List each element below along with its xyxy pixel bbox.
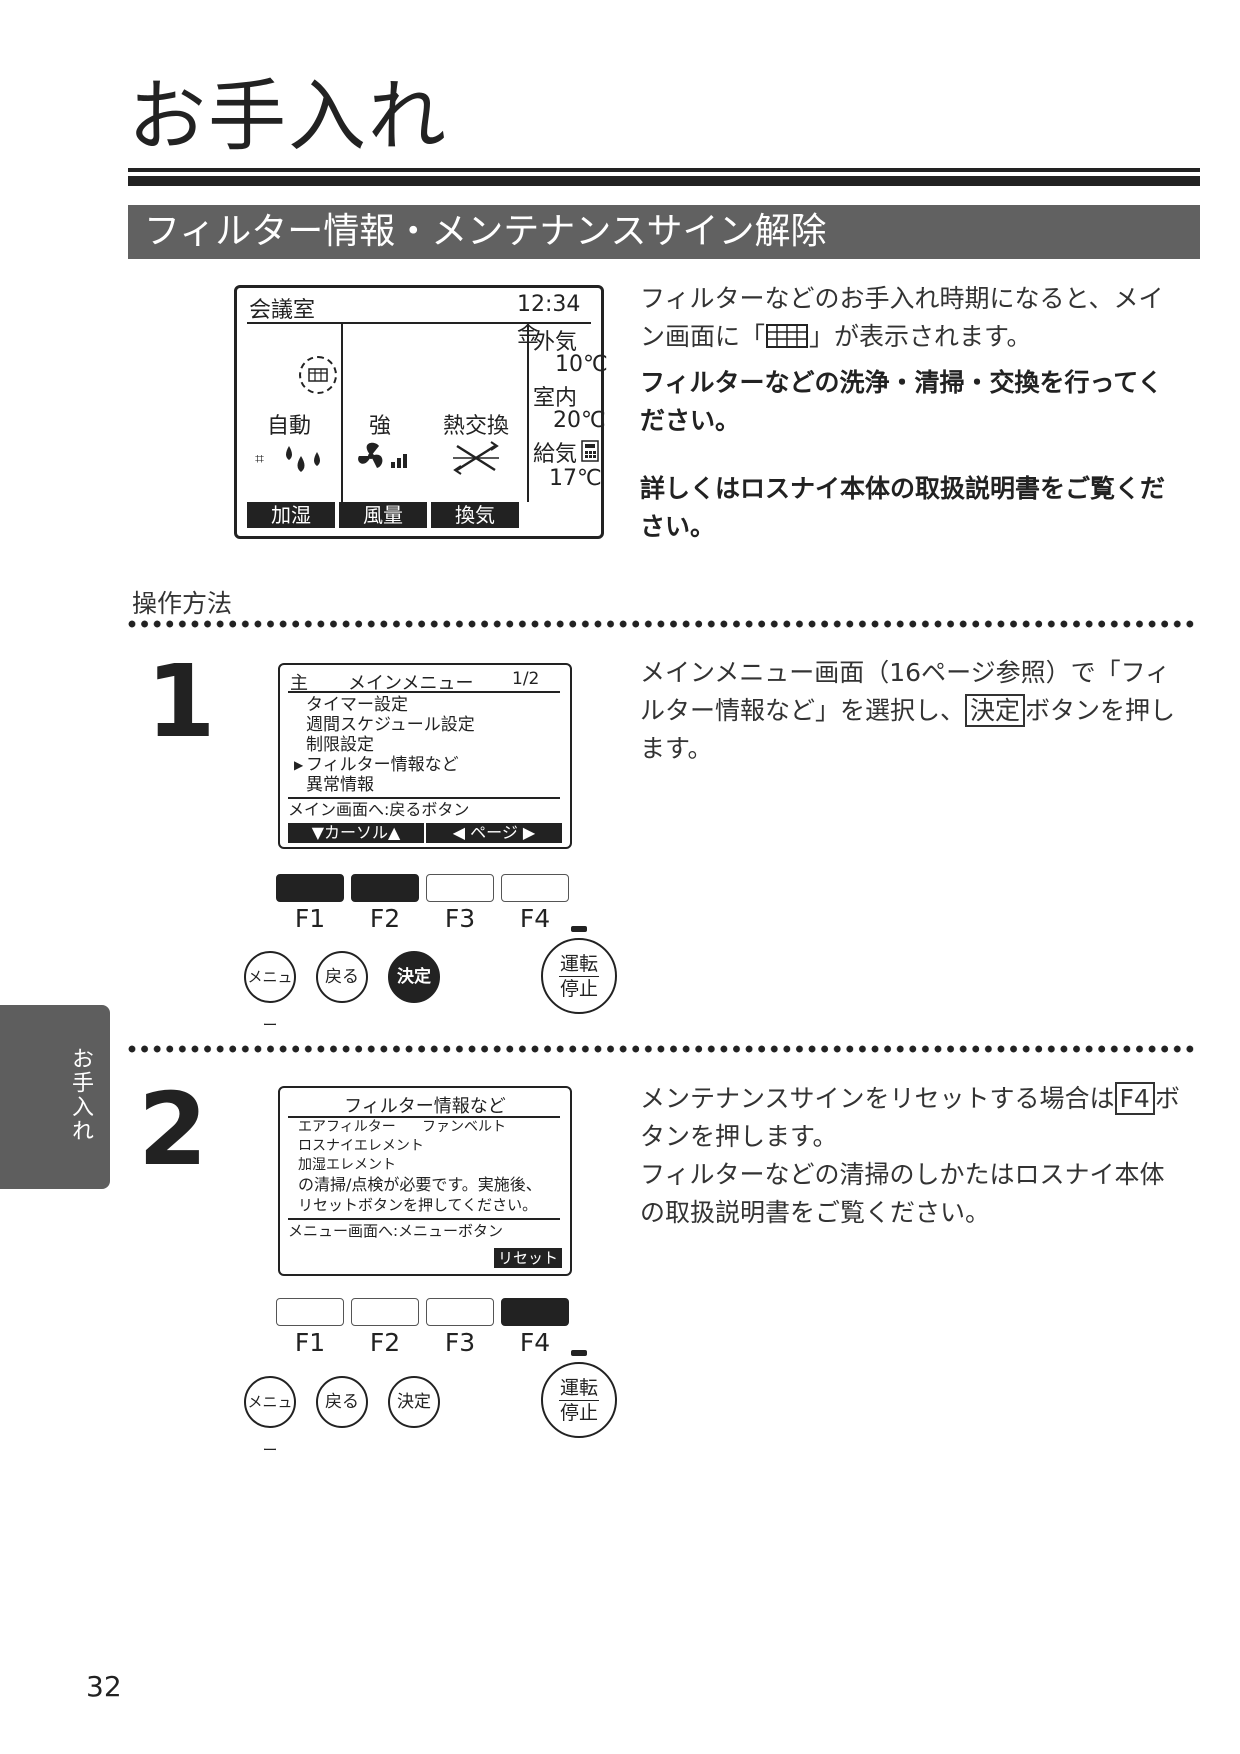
- enter-button[interactable]: 決定: [388, 1376, 440, 1428]
- enter-button[interactable]: 決定: [388, 951, 440, 1003]
- f4-key[interactable]: [501, 1298, 569, 1326]
- softkey-vent: 換気: [431, 502, 519, 528]
- side-chapter-tab: お手入れ: [0, 1005, 110, 1189]
- menu-item: タイマー設定: [306, 695, 408, 715]
- mode-label: 自動: [267, 414, 312, 439]
- menu-item: 異常情報: [306, 775, 374, 795]
- menu-pointer: ▶: [294, 758, 304, 772]
- menu-button[interactable]: メニュー: [244, 1376, 296, 1459]
- f1-label: F1: [294, 904, 326, 933]
- filter-info-screen: フィルター情報など エアフィルター ファンベルト ロスナイエレメント 加湿エレメ…: [278, 1086, 572, 1276]
- f3-key[interactable]: [426, 1298, 494, 1326]
- back-button[interactable]: 戻る: [316, 951, 368, 1003]
- run-indicator-led: [571, 1350, 587, 1356]
- supply-label: 給気: [533, 442, 578, 467]
- operation-label: 操作方法: [132, 589, 233, 618]
- f1-key[interactable]: [276, 874, 344, 902]
- f4-label: F4: [519, 904, 551, 933]
- f1-label: F1: [294, 1328, 326, 1357]
- dotted-divider-1: [128, 620, 1198, 628]
- f4-key[interactable]: [501, 874, 569, 902]
- filter-grid-icon: [766, 324, 809, 348]
- f4-label: F4: [519, 1328, 551, 1357]
- indoor-label: 室内: [533, 386, 578, 411]
- menu-button[interactable]: メニュー: [244, 951, 296, 1034]
- svg-text:⌗: ⌗: [255, 449, 264, 468]
- f3-key[interactable]: [426, 874, 494, 902]
- f2-label: F2: [369, 904, 401, 933]
- screen-location: 会議室: [249, 298, 316, 323]
- f1-key[interactable]: [276, 1298, 344, 1326]
- step-1-number: 1: [146, 643, 216, 760]
- supply-temp: 17℃: [549, 466, 602, 491]
- menu-item-selected: フィルター情報など: [306, 755, 459, 775]
- page-number: 32: [86, 1670, 122, 1703]
- f2-label: F2: [369, 1328, 401, 1357]
- main-screen-display: 会議室 12:34 金 自動 強 熱交換 ⌗ 外気: [234, 285, 608, 539]
- run-stop-button[interactable]: 運転 停止: [541, 938, 617, 1014]
- intro-text: フィルターなどのお手入れ時期になると、メイ ン画面に「 」が表示されます。 フィ…: [640, 284, 1166, 541]
- indoor-temp: 20℃: [553, 408, 606, 433]
- run-stop-button[interactable]: 運転 停止: [541, 1362, 617, 1438]
- fan-label: 強: [369, 414, 392, 439]
- f2-key[interactable]: [351, 874, 419, 902]
- step-1-text: メインメニュー画面（16ページ参照）で「フィ ルター情報など」を選択し、決定ボタ…: [640, 658, 1176, 763]
- title-rule-thin: [128, 168, 1200, 172]
- run-indicator-led: [571, 926, 587, 932]
- f3-label: F3: [444, 1328, 476, 1357]
- softkey-fan: 風量: [339, 502, 427, 528]
- filter-sign-icon: [299, 356, 337, 394]
- title-rule-thick: [128, 176, 1200, 186]
- vent-label: 熱交換: [443, 414, 510, 439]
- f2-key[interactable]: [351, 1298, 419, 1326]
- dotted-divider-2: [128, 1045, 1198, 1053]
- menu-item: 週間スケジュール設定: [306, 715, 475, 735]
- outside-label: 外気: [533, 330, 578, 355]
- main-menu-screen: 主 メインメニュー 1/2 タイマー設定 週間スケジュール設定 制限設定 ▶ フ…: [278, 663, 572, 849]
- screen-clock: 12:34: [517, 292, 581, 317]
- back-button[interactable]: 戻る: [316, 1376, 368, 1428]
- calculator-icon: [581, 440, 599, 462]
- screen-divider: [247, 322, 591, 324]
- section-heading: フィルター情報・メンテナンスサイン解除: [128, 205, 1200, 259]
- outside-temp: 10℃: [555, 352, 608, 377]
- f3-label: F3: [444, 904, 476, 933]
- fan-speed-icon: [358, 442, 407, 468]
- humidifier-icon: ⌗: [255, 446, 320, 472]
- menu-item: 制限設定: [306, 735, 374, 755]
- page-title: お手入れ: [128, 72, 449, 162]
- softkey-humidify: 加湿: [247, 502, 335, 528]
- ventilation-icon: [453, 441, 499, 475]
- step-2-number: 2: [138, 1071, 208, 1188]
